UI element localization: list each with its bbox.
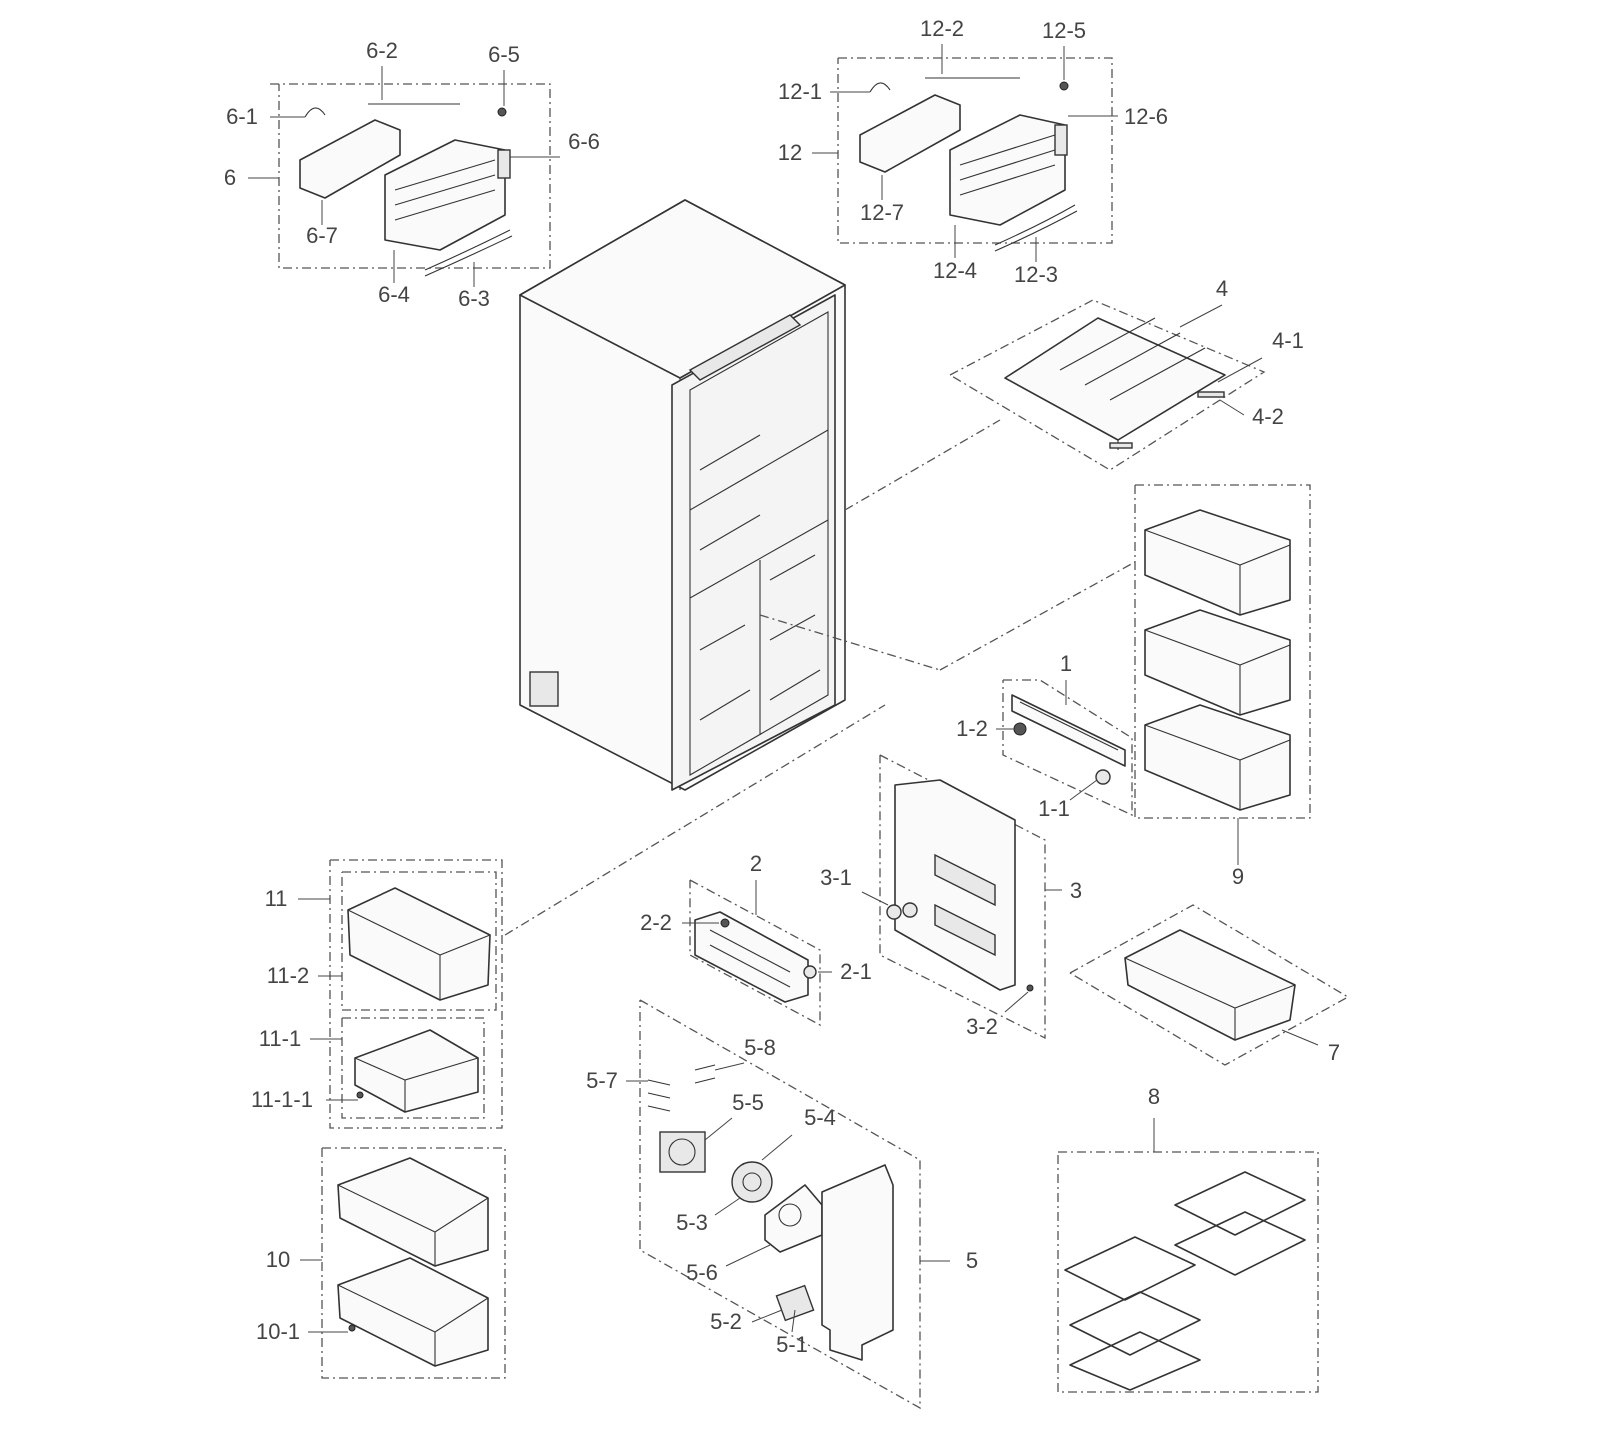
label-12-2: 12-2 <box>920 16 964 41</box>
door-bin-9-b <box>1144 609 1291 716</box>
label-6-6: 6-6 <box>568 129 600 154</box>
label-5-8: 5-8 <box>744 1035 776 1060</box>
label-3: 3 <box>1070 878 1082 903</box>
label-5-3: 5-3 <box>676 1210 708 1235</box>
evaporator-cover-6-7 <box>299 119 401 199</box>
label-5-6: 5-6 <box>686 1260 718 1285</box>
label-11-1: 11-1 <box>259 1026 301 1051</box>
group-11-drawer: 11 11-2 11-1 11-1-1 <box>251 704 886 1129</box>
label-6-5: 6-5 <box>488 42 520 67</box>
group-3-cover: 3 3-1 3-2 <box>820 754 1082 1040</box>
label-12-1: 12-1 <box>778 79 822 104</box>
label-10-1: 10-1 <box>256 1319 300 1344</box>
group-8-shelves: 8 <box>1057 1084 1319 1393</box>
label-4: 4 <box>1216 276 1228 301</box>
screws-5-8 <box>694 1064 716 1084</box>
label-1-1: 1-1 <box>1038 796 1070 821</box>
fan-cover-5-5 <box>659 1131 706 1173</box>
label-9: 9 <box>1232 864 1244 889</box>
grille-5-2 <box>775 1284 815 1322</box>
label-2-1: 2-1 <box>840 959 872 984</box>
label-10: 10 <box>266 1247 290 1272</box>
group-6-evaporator: 6-2 6-5 6-1 6-6 6 6-7 6-4 6-3 <box>224 38 600 311</box>
label-6: 6 <box>224 165 236 190</box>
label-12-3: 12-3 <box>1014 262 1058 287</box>
label-4-1: 4-1 <box>1272 328 1304 353</box>
fan-bracket-5-6 <box>764 1184 823 1253</box>
group-10-crisper: 10 10-1 <box>256 1147 506 1379</box>
duct-panel-5 <box>821 1164 894 1361</box>
refrigerator-cabinet <box>519 199 846 791</box>
glass-shelf-4 <box>1004 317 1226 441</box>
tray-7 <box>1124 929 1296 1041</box>
evaporator-coil-12 <box>949 114 1066 226</box>
label-5-1: 5-1 <box>776 1332 808 1357</box>
label-6-3: 6-3 <box>458 286 490 311</box>
group-2-control: 2 2-2 2-1 <box>640 851 872 1027</box>
label-5: 5 <box>966 1248 978 1273</box>
label-5-4: 5-4 <box>804 1105 836 1130</box>
group-12-evaporator: 12-2 12-5 12-1 12-6 12 12-7 12-4 12-3 <box>778 16 1168 287</box>
label-2-2: 2-2 <box>640 910 672 935</box>
label-12-4: 12-4 <box>933 258 977 283</box>
label-5-2: 5-2 <box>710 1309 742 1334</box>
screws-5-7 <box>647 1079 671 1112</box>
group-1-rail: 1 1-2 1-1 <box>956 651 1133 821</box>
label-12-5: 12-5 <box>1042 18 1086 43</box>
label-11-2: 11-2 <box>267 963 309 988</box>
label-12-6: 12-6 <box>1124 104 1168 129</box>
crisper-drawer-10-b <box>337 1257 489 1367</box>
door-bin-9-a <box>1144 509 1291 616</box>
label-5-7: 5-7 <box>586 1068 618 1093</box>
drawer-basket-11-1 <box>354 1029 479 1113</box>
group-5-fan-assembly: 5-8 5-7 5-5 5-4 5-3 5-6 5 5-2 5-1 <box>586 999 978 1410</box>
label-3-2: 3-2 <box>966 1014 998 1039</box>
evaporator-cover-12-7 <box>859 94 961 173</box>
crisper-drawer-10-a <box>337 1157 489 1267</box>
fan-motor-5-3 <box>731 1161 773 1203</box>
label-11: 11 <box>265 886 288 911</box>
label-6-1: 6-1 <box>226 104 258 129</box>
group-9-door-bins: 9 <box>759 484 1311 889</box>
slide-rail-1 <box>1011 694 1126 767</box>
group-4-shelf: 4 4-1 4-2 <box>844 276 1304 511</box>
label-6-7: 6-7 <box>306 223 338 248</box>
label-1-2: 1-2 <box>956 716 988 741</box>
label-6-2: 6-2 <box>366 38 398 63</box>
label-7: 7 <box>1328 1040 1340 1065</box>
label-1: 1 <box>1060 651 1072 676</box>
pantry-drawer-11-2 <box>347 887 491 1001</box>
label-2: 2 <box>750 851 762 876</box>
label-12: 12 <box>778 140 802 165</box>
label-5-5: 5-5 <box>732 1090 764 1115</box>
shelf-frame-8-b <box>1064 1236 1201 1391</box>
shelf-frame-8-a <box>1174 1171 1306 1276</box>
label-12-7: 12-7 <box>860 200 904 225</box>
group-7-tray: 7 <box>1069 904 1350 1066</box>
door-bin-9-c <box>1144 704 1291 811</box>
label-8: 8 <box>1148 1084 1160 1109</box>
evaporator-coil-6 <box>384 139 506 251</box>
label-11-1-1: 11-1-1 <box>251 1087 313 1112</box>
label-3-1: 3-1 <box>820 865 852 890</box>
label-6-4: 6-4 <box>378 282 410 307</box>
label-4-2: 4-2 <box>1252 404 1284 429</box>
control-panel-2 <box>694 911 809 1003</box>
